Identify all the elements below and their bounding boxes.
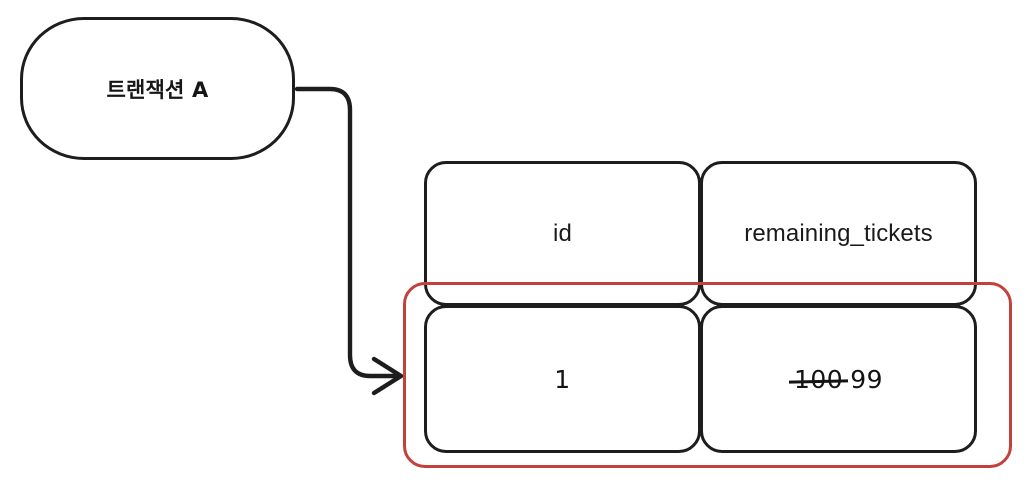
column-header-id: id [553, 219, 572, 247]
cell-value-new: 99 [850, 364, 884, 394]
arrow-line [294, 86, 401, 379]
transaction-node-label: 트랜잭션 A [106, 77, 209, 102]
cell-value-id: 1 [554, 364, 571, 394]
table-header-cell-remaining-tickets: remaining_tickets [700, 161, 977, 306]
arrow-head-icon [371, 356, 404, 396]
cell-value-old: 100 [793, 364, 844, 394]
table-row-cell-id: 1 [424, 305, 701, 453]
table-header-cell-id: id [424, 161, 701, 306]
transaction-node[interactable]: 트랜잭션 A [20, 17, 295, 160]
column-header-remaining-tickets: remaining_tickets [744, 219, 933, 247]
